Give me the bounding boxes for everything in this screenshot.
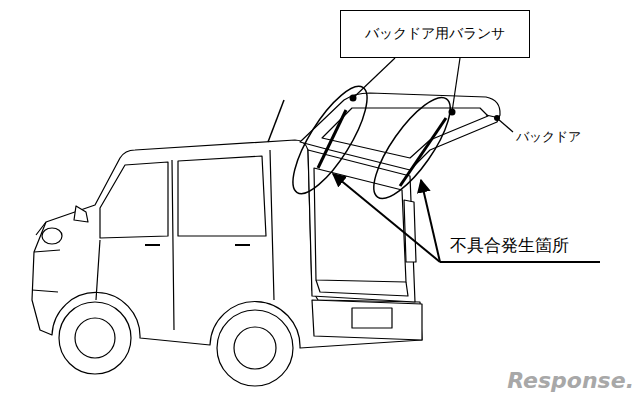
watermark: Response. <box>507 368 634 393</box>
callout-box: バックドア用バランサ <box>340 10 530 58</box>
callout-text: バックドア用バランサ <box>365 25 505 43</box>
part-label: バックドア <box>516 128 581 146</box>
fault-location-label: 不具合発生箇所 <box>450 234 569 257</box>
